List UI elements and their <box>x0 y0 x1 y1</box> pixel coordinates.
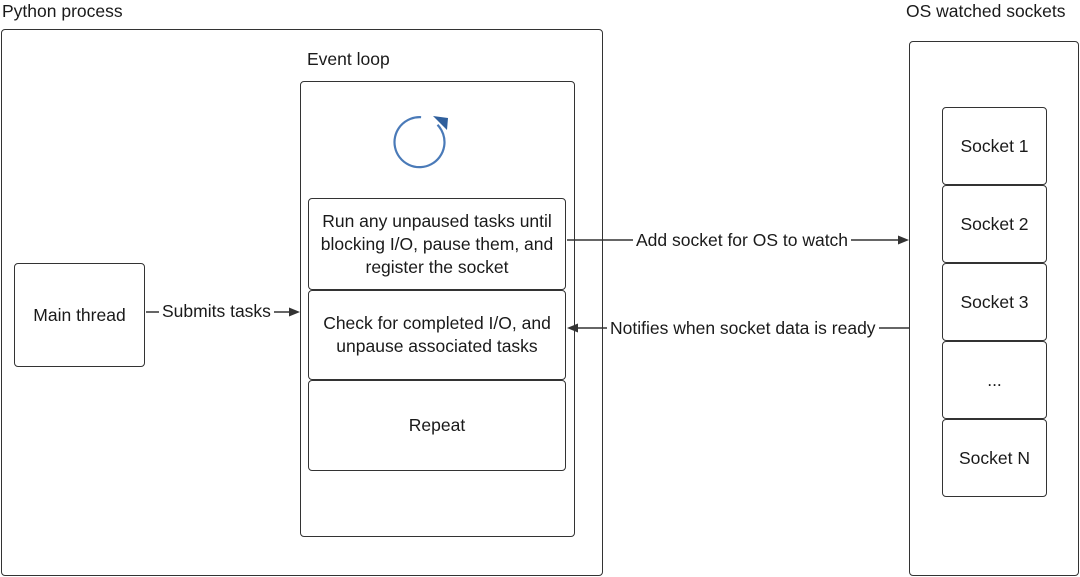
edge-label-add-socket: Add socket for OS to watch <box>633 230 852 251</box>
main-thread-node: Main thread <box>14 263 145 367</box>
socket-n: Socket N <box>942 419 1047 497</box>
main-thread-label: Main thread <box>33 304 126 325</box>
socket-1: Socket 1 <box>942 107 1047 185</box>
python-process-title: Python process <box>2 1 123 21</box>
socket-2: Socket 2 <box>942 185 1047 263</box>
socket-3: Socket 3 <box>942 263 1047 341</box>
edge-label-submits: Submits tasks <box>159 301 274 322</box>
os-sockets-title: OS watched sockets <box>906 1 1066 21</box>
edge-label-notifies: Notifies when socket data is ready <box>607 318 879 339</box>
event-loop-title: Event loop <box>307 49 390 69</box>
step-repeat: Repeat <box>308 380 566 471</box>
step-run-tasks: Run any unpaused tasks until blocking I/… <box>308 198 566 290</box>
step-check-io: Check for completed I/O, and unpause ass… <box>308 290 566 380</box>
socket-ellipsis: ... <box>942 341 1047 419</box>
